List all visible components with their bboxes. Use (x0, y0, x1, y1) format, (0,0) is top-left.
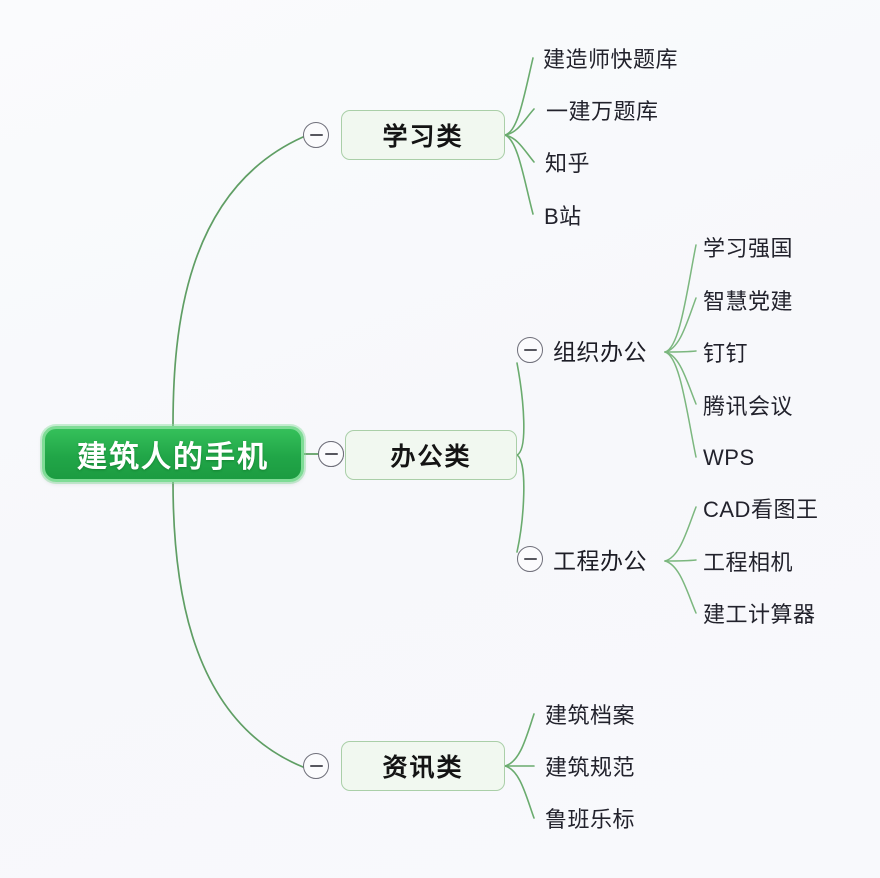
connector-office-to-eng (516, 454, 525, 553)
branch-node-office-label: 办公类 (390, 443, 472, 471)
connector-news-leaf-1 (504, 713, 535, 767)
connector-root-to-news (172, 481, 304, 768)
leaf-study-4-label: B站 (544, 204, 582, 229)
root-node[interactable]: 建筑人的手机 (42, 426, 304, 482)
root-node-label: 建筑人的手机 (77, 441, 269, 474)
connector-study-leaf-1 (504, 57, 534, 136)
connector-org-leaf-5 (664, 351, 697, 458)
branch-node-news-label: 资讯类 (382, 754, 464, 782)
connector-org-leaf-1 (664, 244, 697, 353)
branch-node-news[interactable]: 资讯类 (341, 741, 505, 791)
toggle-eng-office[interactable] (517, 546, 543, 572)
branch-node-study[interactable]: 学习类 (341, 110, 505, 160)
subbranch-node-org-office[interactable]: 组织办公 (553, 333, 647, 367)
toggle-news[interactable] (303, 753, 329, 779)
connector-org-leaf-4 (664, 351, 697, 405)
minus-icon (523, 349, 537, 351)
leaf-news-1-label: 建筑档案 (545, 703, 636, 728)
leaf-eng-3-label: 建工计算器 (703, 602, 816, 627)
toggle-org-office[interactable] (517, 337, 543, 363)
leaf-news-2-label: 建筑规范 (545, 755, 636, 780)
subbranch-node-eng-office[interactable]: 工程办公 (553, 542, 647, 576)
leaf-org-3-label: 钉钉 (703, 341, 749, 366)
leaf-org-1-label: 学习强国 (703, 236, 794, 261)
leaf-study-1[interactable]: 建造师快题库 (543, 43, 678, 73)
leaf-study-4[interactable]: B站 (544, 200, 582, 230)
connector-news-leaf-3 (504, 765, 535, 819)
leaf-org-5-label: WPS (703, 445, 755, 470)
leaf-news-3-label: 鲁班乐标 (545, 807, 636, 832)
connector-study-leaf-2 (504, 108, 535, 136)
leaf-study-1-label: 建造师快题库 (543, 47, 679, 72)
leaf-eng-2-label: 工程相机 (703, 550, 794, 575)
leaf-org-5[interactable]: WPS (703, 443, 755, 473)
connector-eng-leaf-2 (664, 559, 697, 562)
leaf-eng-2[interactable]: 工程相机 (703, 546, 793, 576)
subbranch-eng-office-label: 工程办公 (553, 548, 647, 574)
toggle-study[interactable] (303, 122, 329, 148)
connector-org-leaf-3 (664, 350, 697, 353)
connector-office-to-org (516, 362, 525, 456)
leaf-eng-3[interactable]: 建工计算器 (703, 598, 816, 628)
leaf-eng-1[interactable]: CAD看图王 (703, 493, 818, 523)
minus-icon (309, 134, 323, 136)
connector-eng-leaf-1 (664, 506, 697, 562)
minus-icon (324, 453, 338, 455)
toggle-office[interactable] (318, 441, 344, 467)
leaf-study-2-label: 一建万题库 (546, 99, 659, 124)
leaf-org-2[interactable]: 智慧党建 (703, 285, 793, 315)
branch-node-office[interactable]: 办公类 (345, 430, 517, 480)
connector-study-leaf-4 (504, 134, 534, 215)
leaf-org-2-label: 智慧党建 (703, 289, 794, 314)
connector-root-to-study (172, 136, 304, 427)
leaf-org-4-label: 腾讯会议 (703, 394, 794, 419)
leaf-study-2[interactable]: 一建万题库 (546, 95, 659, 125)
leaf-org-4[interactable]: 腾讯会议 (703, 390, 793, 420)
connector-org-leaf-2 (664, 297, 697, 353)
leaf-eng-1-label: CAD看图王 (703, 497, 819, 522)
leaf-news-3[interactable]: 鲁班乐标 (545, 803, 635, 833)
leaf-org-1[interactable]: 学习强国 (703, 232, 793, 262)
leaf-news-2[interactable]: 建筑规范 (545, 751, 635, 781)
connector-eng-leaf-3 (664, 560, 697, 614)
subbranch-org-office-label: 组织办公 (553, 339, 647, 365)
leaf-study-3[interactable]: 知乎 (545, 147, 590, 177)
leaf-study-3-label: 知乎 (545, 151, 591, 176)
minus-icon (523, 558, 537, 560)
minus-icon (309, 765, 323, 767)
leaf-news-1[interactable]: 建筑档案 (545, 699, 635, 729)
connector-study-leaf-3 (504, 134, 535, 163)
leaf-org-3[interactable]: 钉钉 (703, 337, 748, 367)
branch-node-study-label: 学习类 (382, 123, 464, 151)
